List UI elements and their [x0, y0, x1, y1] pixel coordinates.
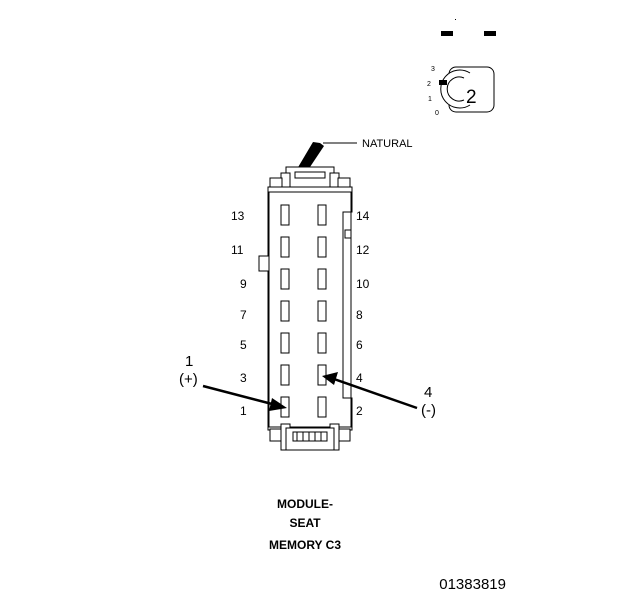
marker-right	[484, 31, 496, 36]
positive-callout-line	[202, 384, 277, 407]
cavity-5	[280, 332, 290, 354]
positive-callout-pin: 1	[185, 353, 193, 370]
bottom-left-ear	[269, 428, 283, 442]
key-scale-0: 0	[435, 110, 439, 117]
negative-callout-arrowhead	[322, 372, 338, 385]
pin-label-7: 7	[240, 308, 247, 322]
pin-label-13: 13	[231, 209, 245, 223]
connector-body-outline	[258, 186, 353, 431]
cavity-13	[280, 204, 290, 226]
cavity-7	[280, 300, 290, 322]
cavity-6	[317, 332, 327, 354]
connector-body-inner	[268, 191, 352, 428]
natural-label: NATURAL	[362, 138, 413, 150]
pin-label-14: 14	[356, 209, 370, 223]
caption-line-2: SEAT	[289, 516, 321, 530]
cavity-11	[280, 236, 290, 258]
pin-label-12: 12	[356, 243, 370, 257]
pin-label-5: 5	[240, 338, 247, 352]
cavity-10	[317, 268, 327, 290]
key-position-marker	[439, 80, 447, 85]
pin-label-4: 4	[356, 371, 363, 385]
pin-label-10: 10	[356, 277, 370, 291]
bottom-latch-bar	[292, 431, 328, 442]
pin-label-11: 11	[231, 243, 244, 257]
pin-label-2: 2	[356, 404, 363, 418]
cavity-2	[317, 396, 327, 418]
key-ring-outline	[440, 69, 471, 109]
pin-label-3: 3	[240, 371, 247, 385]
natural-leader-arrow	[297, 142, 324, 173]
pin-label-9: 9	[240, 277, 247, 291]
bottom-right-ear	[337, 428, 351, 442]
cavity-9	[280, 268, 290, 290]
cavity-3	[280, 364, 290, 386]
key-ring-inner	[446, 76, 465, 102]
marker-left	[441, 31, 453, 36]
reference-id: 01383819	[439, 576, 506, 593]
negative-callout-pin: 4	[424, 384, 432, 401]
pin-label-1: 1	[240, 404, 247, 418]
key-scale-3: 3	[431, 66, 435, 73]
negative-callout: 4 (-)	[322, 372, 436, 419]
caption-line-1: MODULE-	[277, 497, 333, 511]
pin-label-8: 8	[356, 308, 363, 322]
positive-callout: 1 (+)	[179, 353, 287, 411]
key-number: 2	[466, 87, 477, 108]
negative-callout-sign: (-)	[421, 402, 436, 419]
connector-housing	[258, 166, 353, 451]
positive-callout-arrowhead	[269, 398, 287, 411]
positive-callout-sign: (+)	[179, 371, 198, 388]
key-scale-2: 2	[427, 81, 431, 88]
right-key-tab	[344, 229, 352, 239]
cavity-12	[317, 236, 327, 258]
top-latch-bar	[294, 171, 326, 179]
cavity-8	[317, 300, 327, 322]
connector-key-icon: 2 3 2 1 0	[427, 66, 495, 117]
cavity-14	[317, 204, 327, 226]
negative-callout-line	[333, 377, 418, 410]
caption-line-3: MEMORY C3	[269, 538, 341, 552]
key-scale-1: 1	[428, 96, 432, 103]
pin-label-6: 6	[356, 338, 363, 352]
natural-tag-callout: NATURAL	[297, 138, 413, 173]
marker-dot	[455, 19, 456, 20]
